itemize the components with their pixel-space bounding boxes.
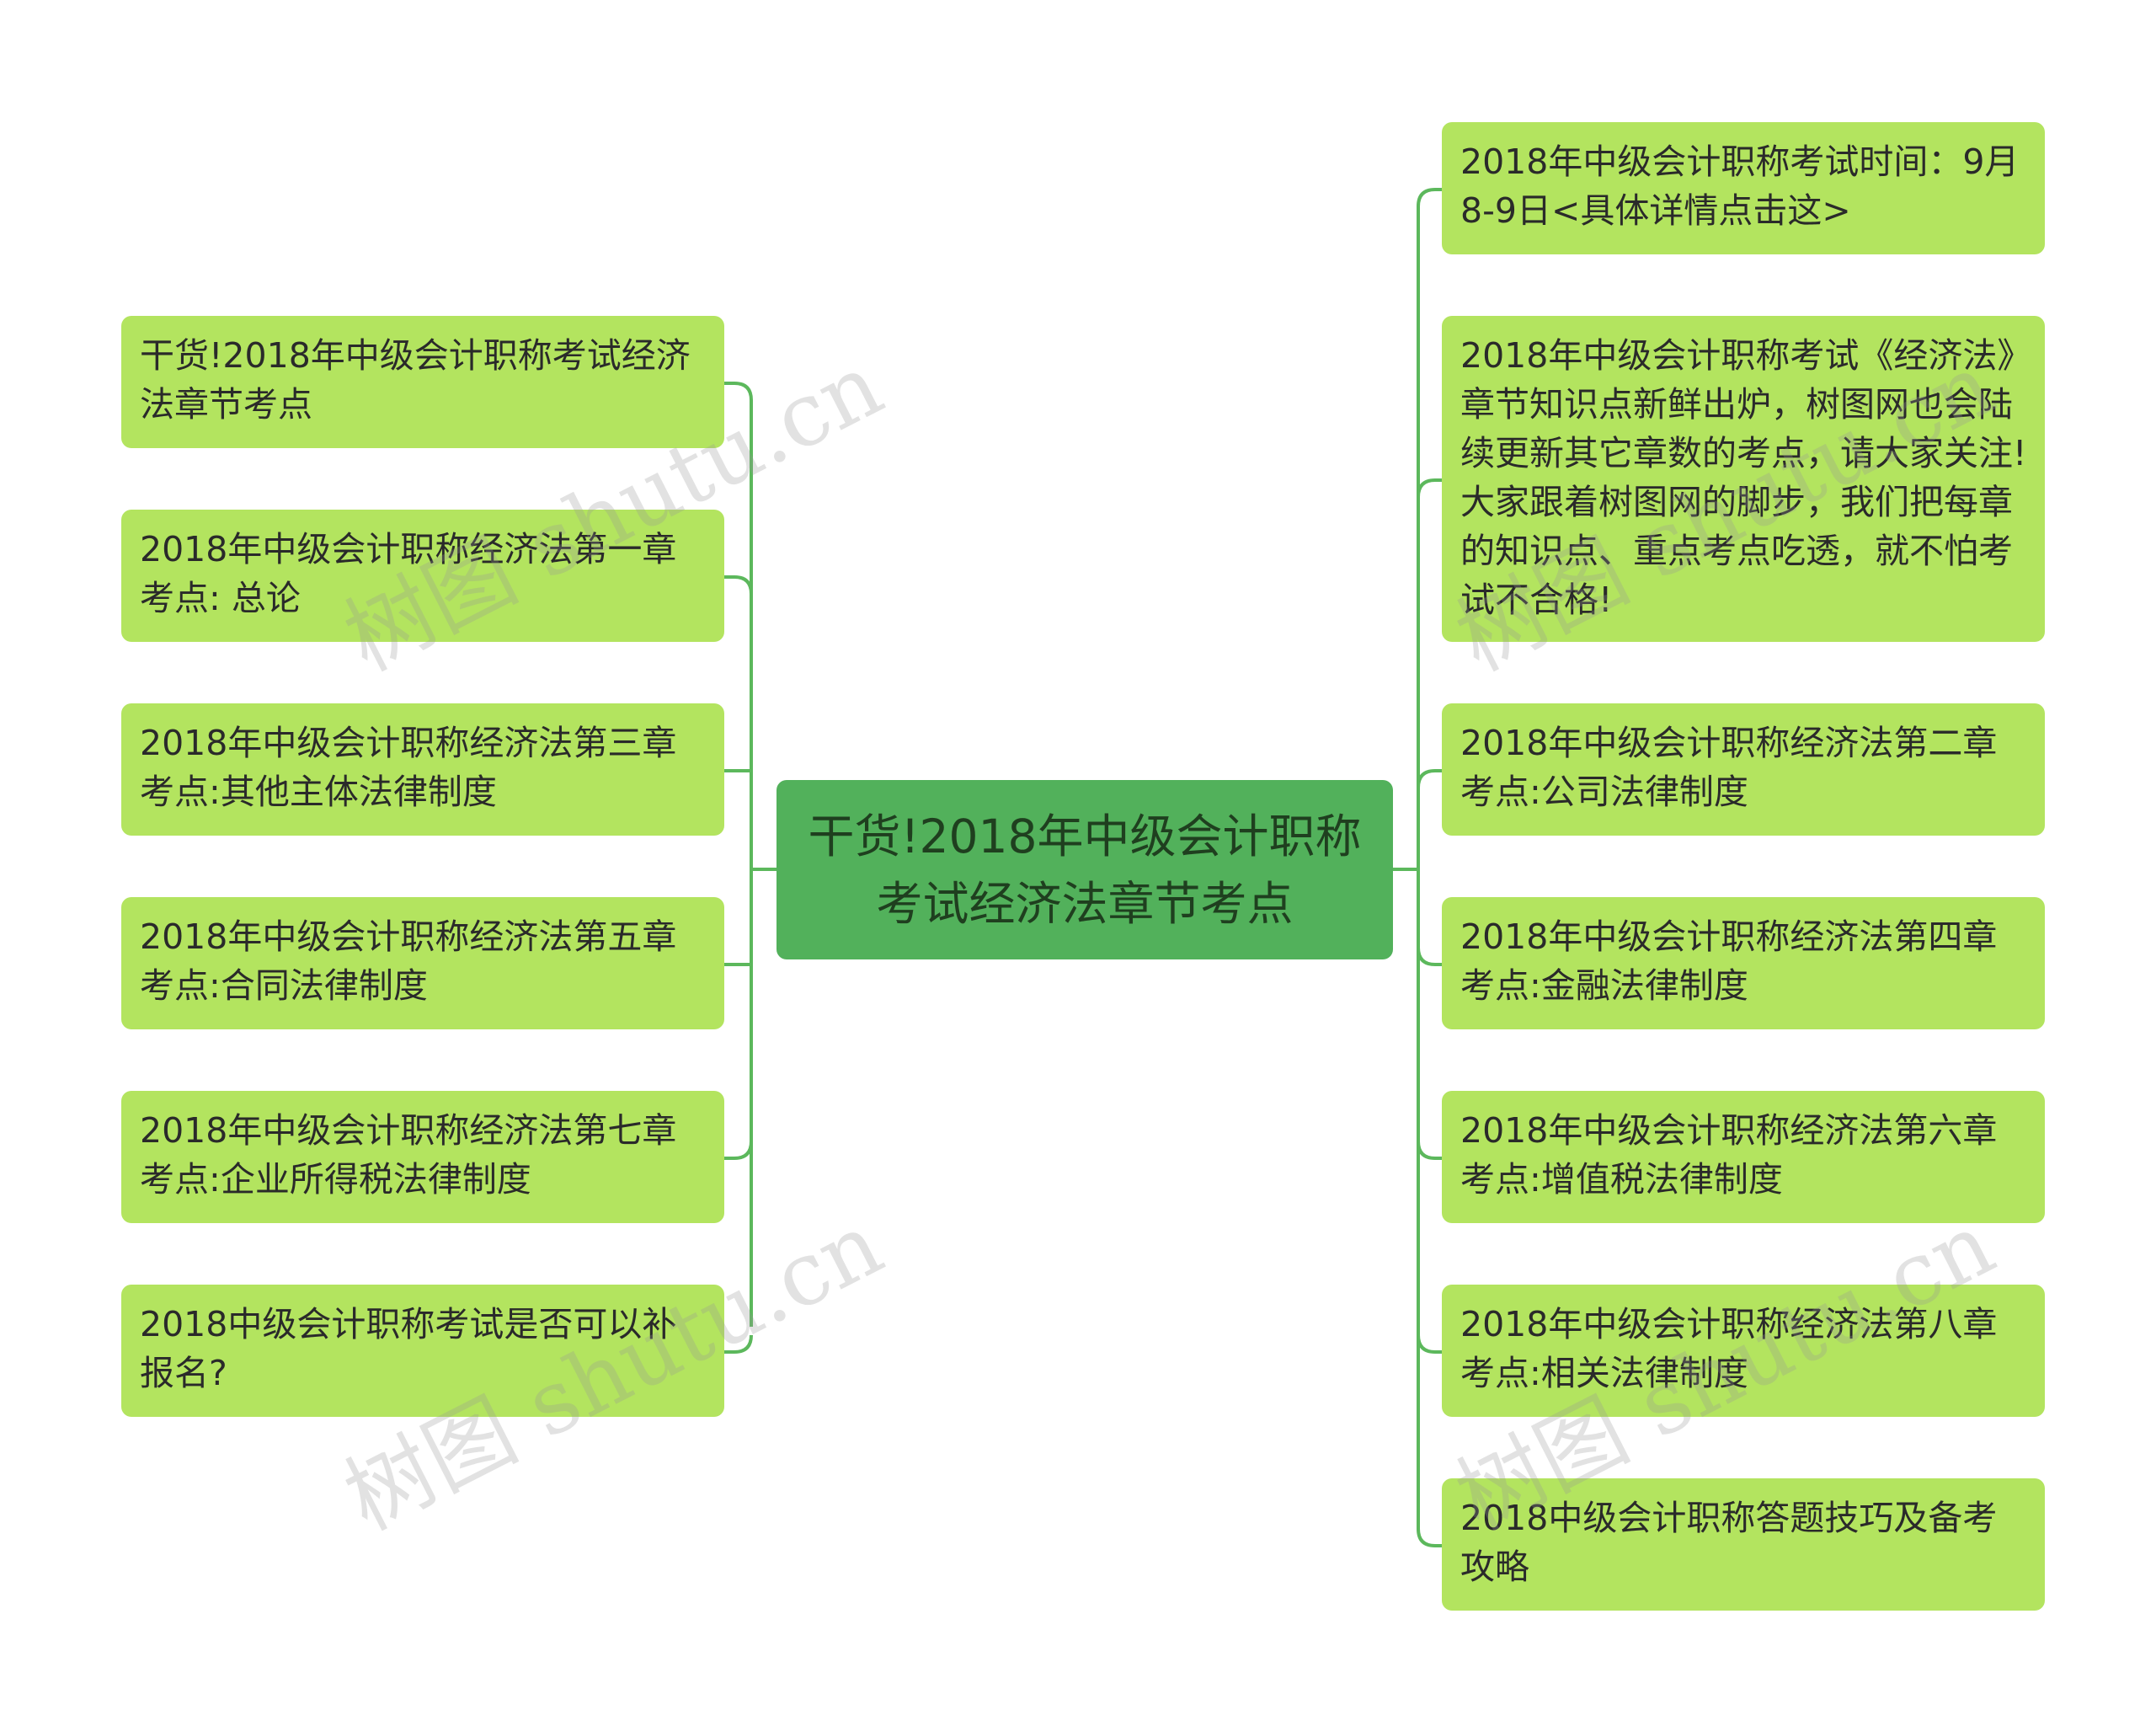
left-topic-3[interactable]: 2018年中级会计职称经济法第三章考点:其他主体法律制度: [121, 703, 724, 836]
left-topic-1[interactable]: 干货!2018年中级会计职称考试经济法章节考点: [121, 316, 724, 448]
topic-label: 2018年中级会计职称经济法第一章考点: 总论: [140, 529, 677, 618]
topic-label: 2018年中级会计职称经济法第八章考点:相关法律制度: [1460, 1304, 1998, 1393]
connector-left-5: [723, 1334, 753, 1354]
connector-right-1: [1417, 478, 1447, 498]
connector-right-2: [1417, 769, 1447, 788]
topic-label: 2018中级会计职称答题技巧及备考攻略: [1460, 1498, 1998, 1587]
connector-right-5: [1417, 1334, 1447, 1354]
connector-right-6: [1417, 1528, 1447, 1547]
topic-label: 2018中级会计职称考试是否可以补报名?: [140, 1304, 677, 1393]
left-topic-6[interactable]: 2018中级会计职称考试是否可以补报名?: [121, 1285, 724, 1417]
connector-right-3: [1417, 947, 1447, 966]
connector-right-0: [1417, 188, 1447, 207]
right-topic-5[interactable]: 2018年中级会计职称经济法第六章考点:增值税法律制度: [1442, 1091, 2045, 1223]
topic-label: 2018年中级会计职称经济法第六章考点:增值税法律制度: [1460, 1110, 1998, 1200]
right-topic-6[interactable]: 2018年中级会计职称经济法第八章考点:相关法律制度: [1442, 1285, 2045, 1417]
right-topic-3[interactable]: 2018年中级会计职称经济法第二章考点:公司法律制度: [1442, 703, 2045, 836]
topic-label: 干货!2018年中级会计职称考试经济法章节考点: [140, 335, 691, 425]
connector-left-0: [723, 382, 753, 401]
right-topic-4[interactable]: 2018年中级会计职称经济法第四章考点:金融法律制度: [1442, 897, 2045, 1029]
topic-label: 2018年中级会计职称经济法第二章考点:公司法律制度: [1460, 723, 1998, 812]
topic-label: 2018年中级会计职称经济法第五章考点:合同法律制度: [140, 916, 677, 1006]
right-topic-1[interactable]: 2018年中级会计职称考试时间：9月8-9日<具体详情点击这>: [1442, 122, 2045, 254]
topic-label: 2018年中级会计职称考试《经济法》章节知识点新鲜出炉，树图网也会陆续更新其它章…: [1460, 335, 2027, 620]
connector-left-4: [723, 1141, 753, 1160]
topic-label: 2018年中级会计职称考试时间：9月8-9日<具体详情点击这>: [1460, 142, 2020, 231]
right-topic-2[interactable]: 2018年中级会计职称考试《经济法》章节知识点新鲜出炉，树图网也会陆续更新其它章…: [1442, 316, 2045, 642]
left-topic-4[interactable]: 2018年中级会计职称经济法第五章考点:合同法律制度: [121, 897, 724, 1029]
center-topic-label: 干货!2018年中级会计职称考试经济法章节考点: [808, 810, 1362, 931]
connector-right-4: [1417, 1141, 1447, 1160]
topic-label: 2018年中级会计职称经济法第七章考点:企业所得税法律制度: [140, 1110, 677, 1200]
connector-left-1: [723, 575, 753, 595]
topic-label: 2018年中级会计职称经济法第四章考点:金融法律制度: [1460, 916, 1998, 1006]
topic-label: 2018年中级会计职称经济法第三章考点:其他主体法律制度: [140, 723, 677, 812]
center-topic[interactable]: 干货!2018年中级会计职称考试经济法章节考点: [776, 780, 1393, 959]
right-topic-7[interactable]: 2018中级会计职称答题技巧及备考攻略: [1442, 1478, 2045, 1611]
left-topic-2[interactable]: 2018年中级会计职称经济法第一章考点: 总论: [121, 510, 724, 642]
left-topic-5[interactable]: 2018年中级会计职称经济法第七章考点:企业所得税法律制度: [121, 1091, 724, 1223]
